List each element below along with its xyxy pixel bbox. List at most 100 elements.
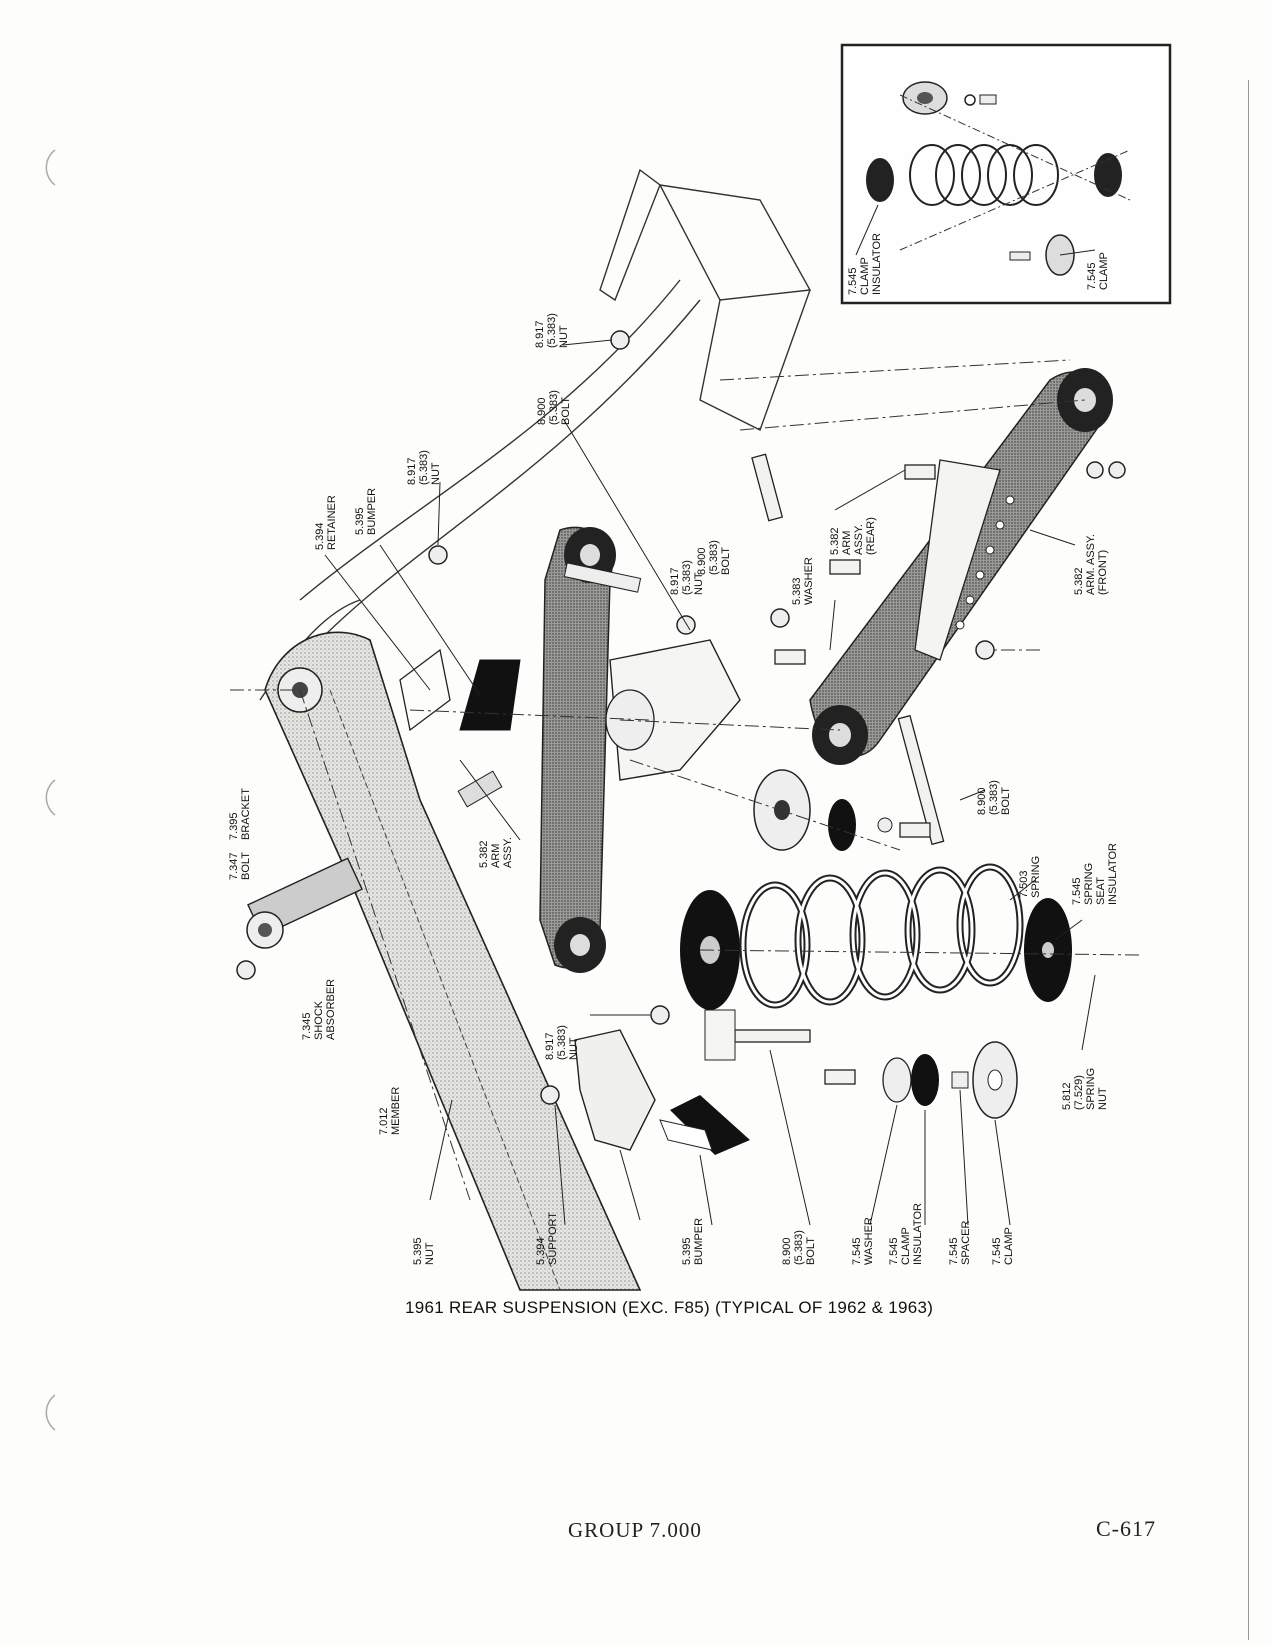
- callout-line: CLAMP: [900, 1227, 912, 1265]
- upper-arm-assembly: [809, 368, 1113, 765]
- callout-line: 7.395: [228, 812, 240, 840]
- callout-line: (5.383): [988, 780, 1000, 815]
- callout-line: INSULATOR: [912, 1203, 924, 1265]
- callout-line: 7.545: [991, 1237, 1003, 1265]
- callout-line: 5.383: [791, 577, 803, 605]
- callout-line: NUT: [568, 1037, 580, 1060]
- callout-line: 5.382: [478, 840, 490, 868]
- callout-nut-mid: 8.917(5.383)NUT: [669, 560, 705, 595]
- callout-line: (5.383): [548, 390, 560, 425]
- callout-line: CLAMP: [1098, 252, 1110, 290]
- callout-line: BOLT: [240, 852, 252, 880]
- callout-line: 7.012: [378, 1107, 390, 1135]
- callout-line: 8.900: [536, 397, 548, 425]
- callout-line: SEAT: [1095, 877, 1107, 905]
- spring-upper-mount: [605, 639, 893, 851]
- callout-line: BRACKET: [240, 788, 252, 840]
- callout-line: NUT: [424, 1242, 436, 1265]
- callout-line: 7.545: [851, 1237, 863, 1265]
- leader-lines: [324, 204, 1096, 1226]
- callout-line: ARM. ASSY.: [1085, 534, 1097, 595]
- callout-line: 8.917: [534, 320, 546, 348]
- callout-line: CLAMP: [859, 257, 871, 295]
- callout-line: 8.900: [976, 787, 988, 815]
- callout-nut-top: 8.917(5.383)NUT: [534, 313, 570, 348]
- callout-bolt-mid: 8.900(5.383)BOLT: [696, 540, 732, 575]
- callout-line: BOLT: [720, 547, 732, 575]
- callout-bolt-right: 8.900(5.383)BOLT: [976, 780, 1012, 815]
- callout-line: NUT: [1097, 1087, 1109, 1110]
- callout-line: 5.394: [314, 522, 326, 550]
- bolts: [734, 453, 945, 1085]
- page-number: C-617: [1096, 1516, 1156, 1541]
- callout-bolt-top: 8.900(5.383)BOLT: [536, 390, 572, 425]
- callout-line: ABSORBER: [325, 979, 337, 1040]
- callout-line: 7.545: [948, 1237, 960, 1265]
- callout-line: ARM: [841, 531, 853, 555]
- callout-line: NUT: [430, 462, 442, 485]
- callout-line: SPRING: [1030, 856, 1042, 898]
- punch-holes: [45, 149, 56, 1431]
- callout-line: (5.383): [556, 1025, 568, 1060]
- shock-absorber: [246, 770, 503, 949]
- callout-line: 8.917: [406, 457, 418, 485]
- callout-line: 5.382: [829, 527, 841, 555]
- callout-line: MEMBER: [390, 1087, 402, 1135]
- callout-line: (5.383): [546, 313, 558, 348]
- callout-line: RETAINER: [326, 495, 338, 550]
- callout-nut-lower: 8.917(5.383)NUT: [544, 1025, 580, 1060]
- callout-line: SHOCK: [313, 1000, 325, 1040]
- callout-line: SPACER: [960, 1221, 972, 1265]
- callout-line: ARM: [490, 844, 502, 868]
- callout-line: 5.395: [412, 1237, 424, 1265]
- callout-line: BOLT: [560, 397, 572, 425]
- coil-spring: [680, 863, 1072, 1010]
- callout-line: BOLT: [1000, 787, 1012, 815]
- callout-line: (FRONT): [1097, 550, 1109, 595]
- figure-caption: 1961 REAR SUSPENSION (EXC. F85) (TYPICAL…: [405, 1298, 934, 1317]
- callout-line: WASHER: [803, 557, 815, 605]
- center-lines: [230, 359, 1141, 1201]
- callout-line: (5.383): [793, 1230, 805, 1265]
- callout-line: 5.395: [681, 1237, 693, 1265]
- upper-bumper: [399, 648, 521, 732]
- nuts: [236, 330, 1126, 1105]
- callout-line: 7.347: [228, 852, 240, 880]
- callout-line: 7.545: [847, 267, 859, 295]
- lower-clamp-hardware: [704, 1009, 1018, 1119]
- callout-line: 7.545: [888, 1237, 900, 1265]
- callout-line: INSULATOR: [871, 233, 883, 295]
- inset-detail: [840, 43, 1172, 305]
- callout-line: BUMPER: [366, 488, 378, 535]
- callout-line: 8.917: [669, 567, 681, 595]
- callout-line: SPRING: [1083, 863, 1095, 905]
- page-edge-rule: [1248, 80, 1249, 1640]
- callout-line: (5.383): [708, 540, 720, 575]
- callout-line: 5.382: [1073, 567, 1085, 595]
- callout-line: 5.395: [354, 507, 366, 535]
- callout-line: 7.545: [1086, 262, 1098, 290]
- callout-line: 7.545: [1071, 877, 1083, 905]
- body-panel-outline: [259, 168, 812, 701]
- group-number: GROUP 7.000: [568, 1518, 702, 1542]
- callout-line: ASSY.: [502, 837, 514, 868]
- callout-line: SPRING: [1085, 1068, 1097, 1110]
- callout-nut-upper-left: 8.917(5.383)NUT: [406, 450, 442, 485]
- callout-line: 7.503: [1018, 870, 1030, 898]
- callout-line: BUMPER: [693, 1218, 705, 1265]
- lower-arm-assembly: [539, 526, 642, 973]
